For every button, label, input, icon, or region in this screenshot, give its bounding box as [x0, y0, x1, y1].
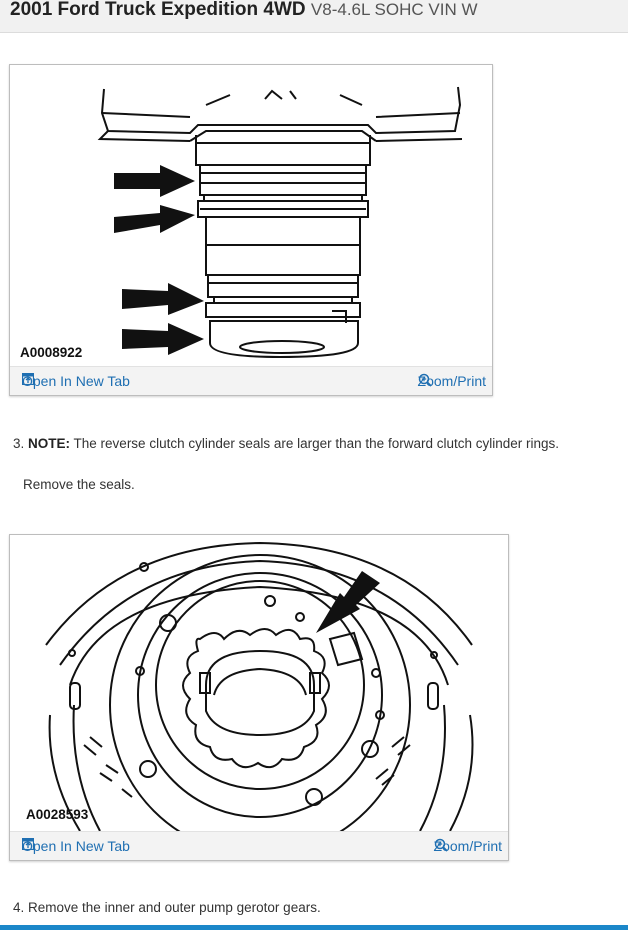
open-new-tab-icon: [22, 373, 34, 385]
zoom-in-icon: [434, 838, 448, 852]
note-label: NOTE:: [28, 436, 71, 451]
engine-subtitle: V8-4.6L SOHC VIN W: [310, 0, 478, 19]
step-4-instruction: 4. Remove the inner and outer pump gerot…: [13, 900, 321, 915]
note-text: The reverse clutch cylinder seals are la…: [70, 436, 560, 451]
zoom-print-link[interactable]: Zoom/Print: [418, 373, 486, 389]
figure-code: A0008922: [20, 345, 83, 360]
vehicle-title: 2001 Ford Truck Expedition 4WD: [10, 0, 306, 20]
open-in-new-tab-label: Open In New Tab: [22, 838, 130, 854]
zoom-in-icon: [418, 373, 432, 387]
footer-accent-bar: [0, 925, 628, 930]
figure-toolbar: Open In New Tab Zoom/Print: [10, 366, 492, 395]
zoom-print-link[interactable]: Zoom/Print: [434, 838, 502, 854]
step-text: Remove the inner and outer pump gerotor …: [28, 900, 321, 915]
zoom-print-label: Zoom/Print: [417, 373, 486, 389]
clutch-cylinder-illustration: [97, 86, 463, 359]
pump-gear-illustration: [45, 541, 474, 832]
figure-code: A0028593: [26, 807, 89, 822]
step-3-note: 3. NOTE: The reverse clutch cylinder sea…: [13, 436, 559, 451]
open-in-new-tab-link[interactable]: Open In New Tab: [22, 838, 130, 854]
open-new-tab-icon: [22, 838, 34, 850]
step-number: 4.: [13, 900, 25, 915]
step-3-instruction: Remove the seals.: [23, 477, 135, 492]
page-header: 2001 Ford Truck Expedition 4WD V8-4.6L S…: [0, 0, 628, 33]
open-in-new-tab-link[interactable]: Open In New Tab: [22, 373, 130, 389]
step-number: 3.: [13, 436, 25, 451]
page-title: 2001 Ford Truck Expedition 4WD V8-4.6L S…: [10, 0, 478, 22]
figure-clutch-cylinder: A0008922 Open In New Tab Zoom/Print: [9, 64, 493, 396]
figure-pump-gears: A0028593 Open In New Tab Zoom/Print: [9, 534, 509, 861]
figure-toolbar: Open In New Tab Zoom/Print: [10, 831, 508, 860]
zoom-print-label: Zoom/Print: [433, 838, 502, 854]
open-in-new-tab-label: Open In New Tab: [22, 373, 130, 389]
